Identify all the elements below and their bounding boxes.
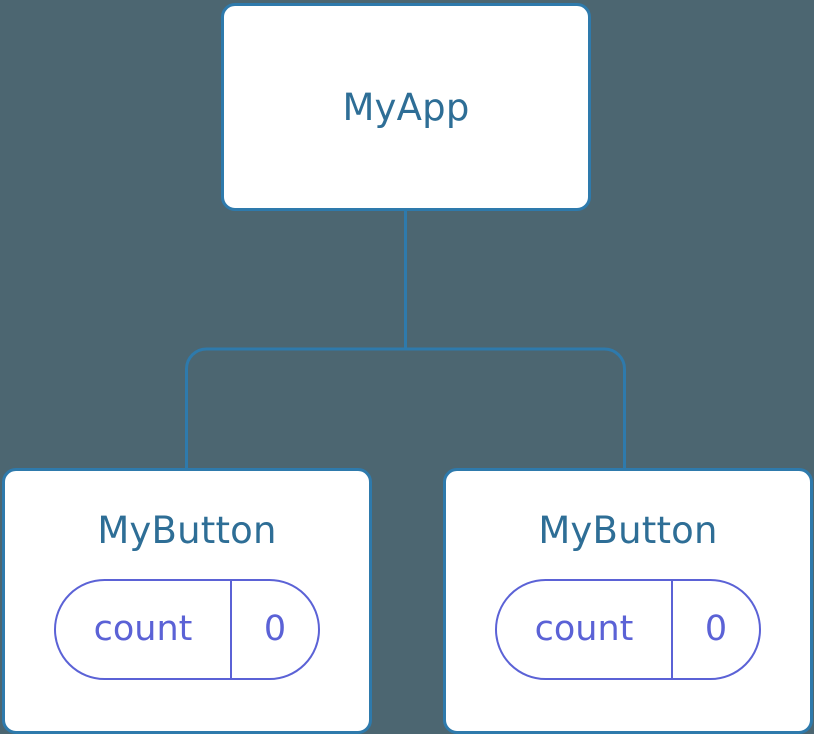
node-title: MyApp [342,85,470,129]
node-mybutton-1[interactable]: MyButton count 0 [2,468,372,734]
state-value: 0 [704,609,728,649]
node-myapp[interactable]: MyApp [221,3,591,211]
state-key: count [497,581,673,678]
edge-bracket-to-children [185,347,626,469]
node-title: MyButton [538,509,718,552]
node-mybutton-2[interactable]: MyButton count 0 [443,468,813,734]
state-pill[interactable]: count 0 [495,579,761,680]
node-title: MyButton [97,509,277,552]
state-pill[interactable]: count 0 [54,579,320,680]
state-value: 0 [263,609,287,649]
state-key: count [56,581,232,678]
